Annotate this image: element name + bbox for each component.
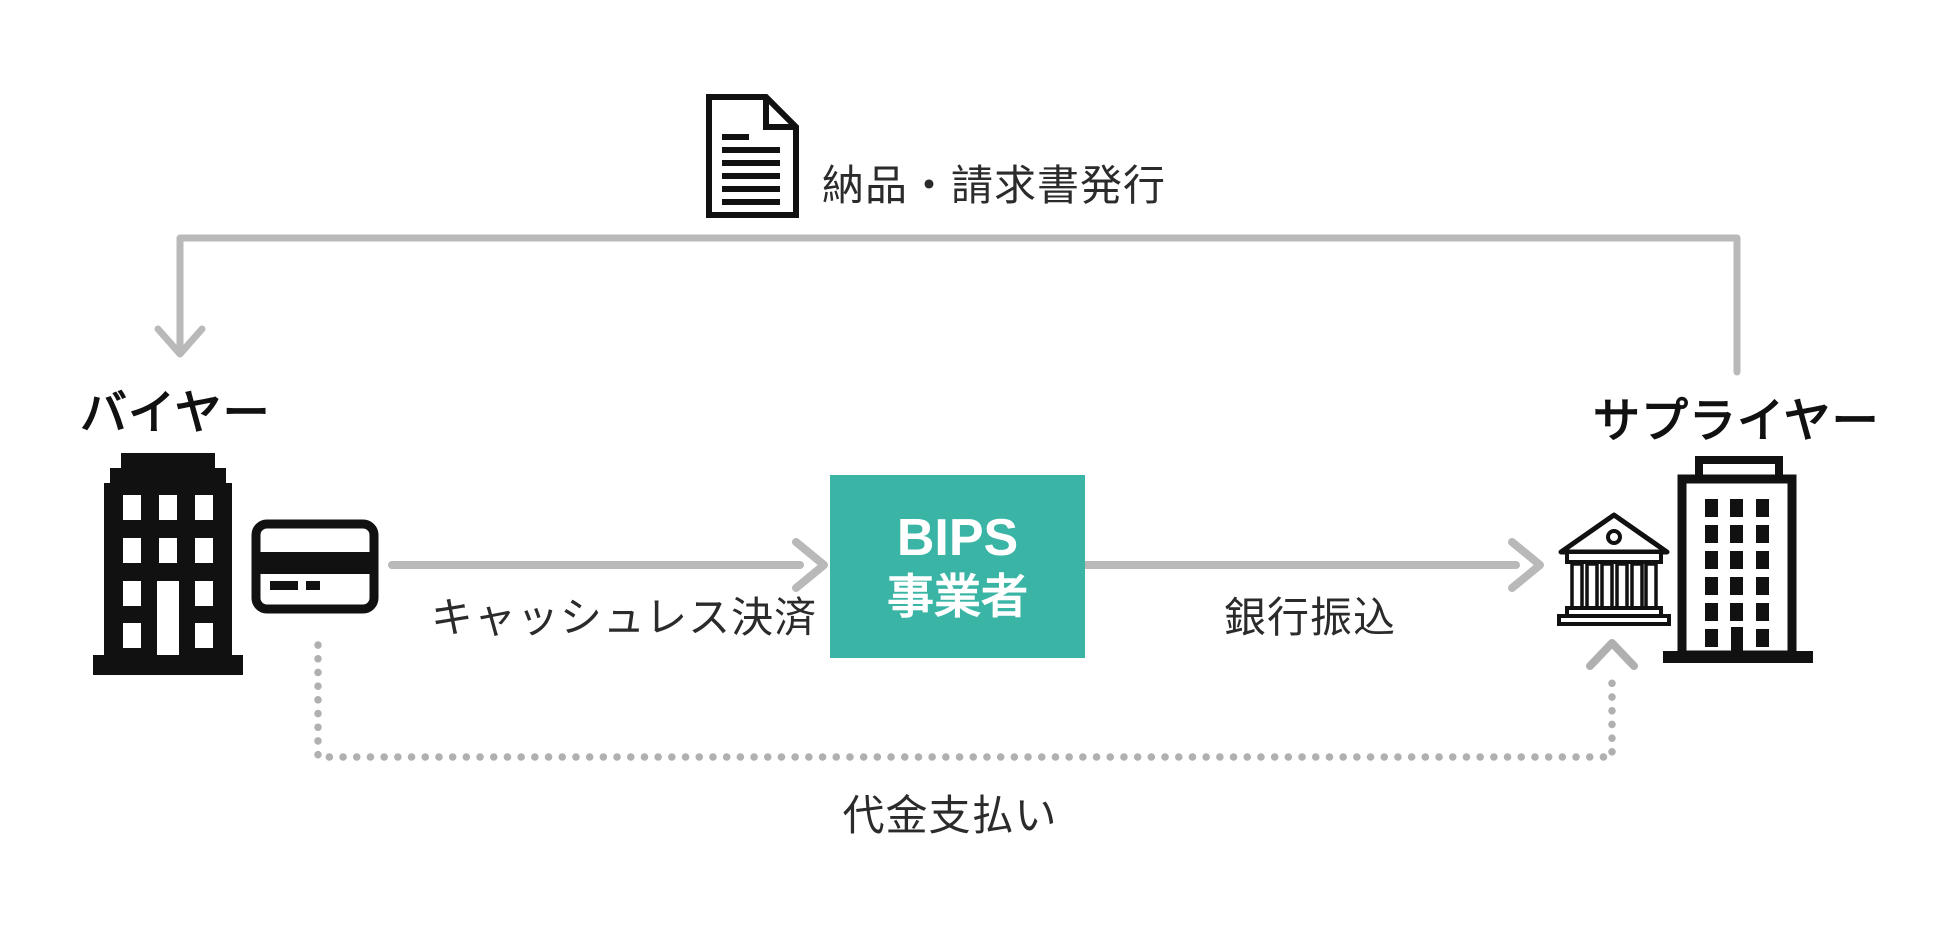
arrowhead-right-icon <box>1508 538 1544 592</box>
arrowhead-down-icon <box>154 325 206 358</box>
building-outline-icon <box>1663 456 1813 663</box>
bank-icon <box>1557 512 1671 626</box>
invoice-flow-label: 納品・請求書発行 <box>822 162 1167 209</box>
credit-card-icon <box>251 519 379 614</box>
bank-transfer-flow-line <box>1082 538 1544 592</box>
cashless-flow-line <box>388 538 828 592</box>
invoice-flow-line <box>154 234 1741 376</box>
supplier-label: サプライヤー <box>1593 394 1880 447</box>
document-icon <box>706 94 799 218</box>
bips-processor-box: BIPS 事業者 <box>830 475 1085 658</box>
bips-box-subtitle: 事業者 <box>887 569 1028 623</box>
bank-transfer-flow-label: 銀行振込 <box>1223 594 1396 641</box>
building-solid-icon <box>93 453 243 675</box>
payment-dotted-line <box>314 639 1638 761</box>
arrowhead-right-icon <box>792 538 828 592</box>
cashless-flow-label: キャッシュレス決済 <box>430 594 818 641</box>
arrowhead-up-icon <box>1586 639 1638 670</box>
buyer-label: バイヤー <box>80 386 271 439</box>
bips-box-title: BIPS <box>896 508 1019 567</box>
payment-flow-label: 代金支払い <box>842 792 1058 839</box>
